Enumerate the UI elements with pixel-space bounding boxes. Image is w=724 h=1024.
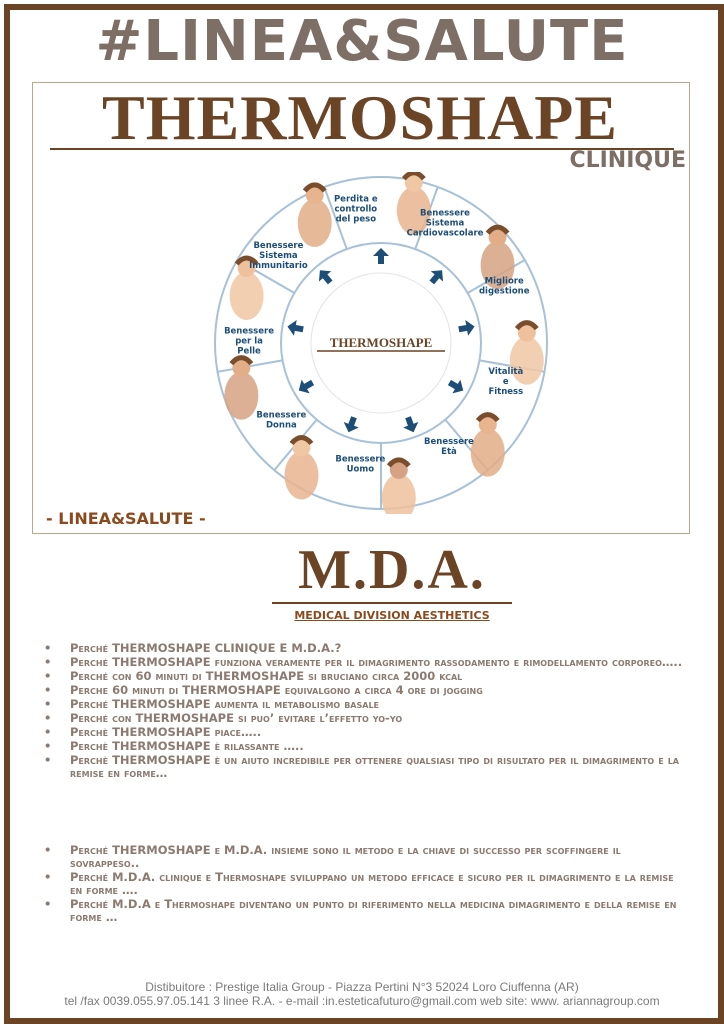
woman-face-photo <box>381 457 416 514</box>
wheel-arrow <box>373 248 389 264</box>
list-item: Perché THERMOSHAPE CLINIQUE E M.D.A.? <box>44 642 684 656</box>
list-item: Perché con THERMOSHAPE si puo’ evitare l… <box>44 712 684 726</box>
title-rule <box>50 148 674 150</box>
wheel-arrow <box>458 320 475 336</box>
wheel-photos <box>224 172 544 514</box>
list-item: Perché con 60 minuti di THERMOSHAPE si b… <box>44 670 684 684</box>
wheel-arrow <box>403 416 419 433</box>
mda-subtitle: MEDICAL DIVISION AESTHETICS <box>294 609 490 622</box>
list-item: Perché THERMOSHAPE e M.D.A. insieme sono… <box>44 844 684 870</box>
list-item: Perché THERMOSHAPE aumenta il metabolism… <box>44 698 684 712</box>
list-item: Perchè THERMOSHAPE è un aiuto incredibil… <box>44 754 684 780</box>
center-circle <box>310 272 452 414</box>
reasons-list-2: Perché THERMOSHAPE e M.D.A. insieme sono… <box>44 844 684 925</box>
wheel-center-label: THERMOSHAPE <box>330 335 433 350</box>
couple-dancing-photo <box>480 224 515 290</box>
wheel-arrow <box>343 416 359 433</box>
woman-skin-photo <box>229 255 264 320</box>
linea-salute-badge: - LINEA&SALUTE - <box>46 509 206 528</box>
mda-title: M.D.A. <box>298 539 486 601</box>
list-item: Perchè THERMOSHAPE piace….. <box>44 726 684 740</box>
wheel-arrow <box>318 270 333 285</box>
list-item: Perché M.D.A e Thermoshape diventano un … <box>44 898 684 924</box>
main-title: #LINEA&SALUTE <box>95 9 629 74</box>
woman-jumping-photo <box>396 172 431 235</box>
list-item: Perchè THERMOSHAPE è rilassante ….. <box>44 740 684 754</box>
clinique-subtitle: CLINIQUE <box>569 148 686 173</box>
woman-eating-photo <box>509 320 544 385</box>
footer-address: Distibuitore : Prestige Italia Group - P… <box>145 980 579 994</box>
footer-contacts: tel /fax 0039.055.97.05.141 3 linee R.A.… <box>64 994 660 1008</box>
list-item: Perché THERMOSHAPE funziona veramente pe… <box>44 656 684 670</box>
woman-back-photo <box>297 182 332 247</box>
thermoshape-title: THERMOSHAPE <box>102 82 618 153</box>
man-football-photo <box>284 434 319 500</box>
wheel-arrow <box>429 270 444 285</box>
segment-divider <box>323 186 348 250</box>
woman-stretching-photo <box>470 412 505 477</box>
mda-rule <box>272 602 512 604</box>
wheel-arrow <box>287 320 304 336</box>
wheel-arrows <box>287 248 475 433</box>
woman-relaxing-photo <box>224 355 259 420</box>
list-item: Perche 60 minuti di THERMOSHAPE equivalg… <box>44 684 684 698</box>
reasons-list-1: Perché THERMOSHAPE CLINIQUE E M.D.A.? Pe… <box>44 642 684 781</box>
wheel-arrow <box>298 379 315 394</box>
list-item: Perché M.D.A. clinique e Thermoshape svi… <box>44 871 684 897</box>
wheel-arrow <box>447 379 464 394</box>
